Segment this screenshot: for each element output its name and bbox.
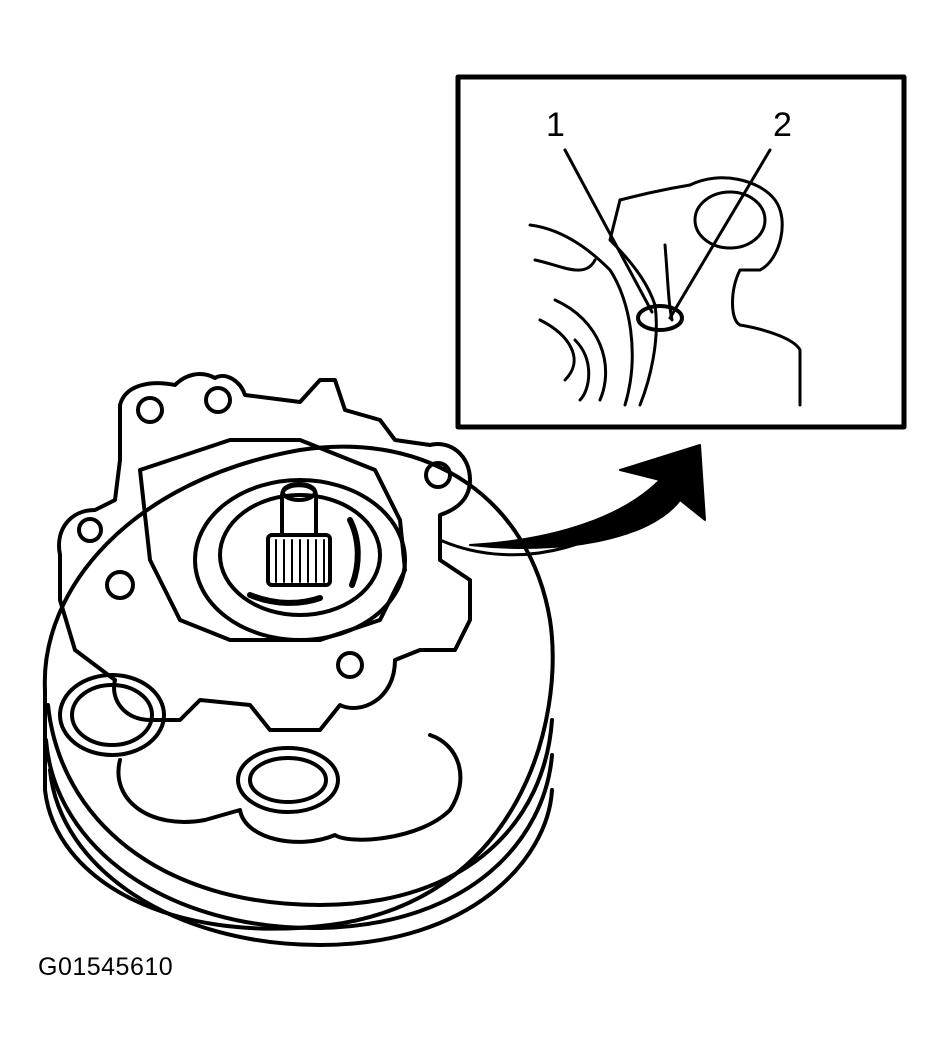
callout-label-2: 2	[773, 106, 792, 144]
callout-label-1: 1	[546, 106, 565, 144]
lower-bosses	[116, 733, 463, 844]
bolt-hole-6	[336, 651, 364, 679]
leader-line-1	[563, 148, 654, 314]
callout-arrow	[438, 444, 706, 557]
figure-id: G01545610	[38, 953, 174, 981]
rotor-slot-1	[247, 592, 323, 606]
bolt-hole-2	[204, 386, 232, 414]
pulley-groove-1	[46, 703, 554, 907]
port-center-inner	[248, 756, 328, 804]
bolt-hole-1	[136, 396, 164, 424]
rotor-ring-outer	[193, 478, 407, 642]
detail-inset	[455, 74, 907, 430]
rotor-ring-inner	[218, 493, 382, 617]
port-left-inner	[70, 683, 154, 747]
bolt-hole-5	[105, 570, 135, 600]
leader-line-2	[668, 148, 772, 320]
port-left	[58, 673, 166, 757]
bolt-hole-4	[77, 517, 103, 543]
bolt-hole-3	[424, 461, 452, 489]
pulley-groove-2	[44, 738, 554, 931]
splined-shaft	[266, 482, 332, 587]
o-ring	[636, 304, 684, 332]
inset-frame	[455, 74, 907, 430]
pump-body	[42, 372, 555, 947]
rotor-slot-2	[347, 517, 361, 588]
pulley-rim-outer	[42, 444, 555, 931]
port-center	[236, 746, 340, 814]
pulley-groove-3	[48, 768, 554, 947]
